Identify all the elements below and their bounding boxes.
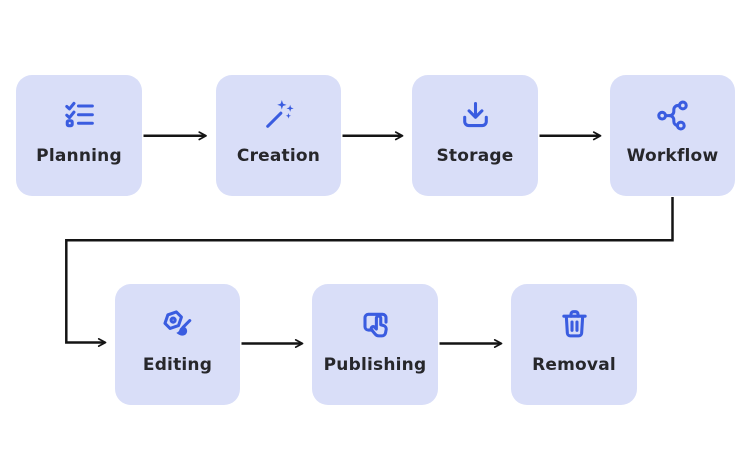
node-workflow: Workflow — [610, 75, 735, 196]
branch-nodes-icon — [655, 98, 690, 133]
node-storage: Storage — [412, 75, 538, 196]
node-removal: Removal — [511, 284, 637, 405]
node-label: Publishing — [323, 355, 427, 375]
node-label: Creation — [236, 146, 321, 166]
download-tray-icon — [458, 98, 493, 133]
node-label: Workflow — [626, 146, 719, 166]
arrow-workflow-editing — [65, 197, 674, 348]
node-label: Storage — [436, 146, 514, 166]
trash-icon — [557, 307, 592, 342]
checklist-icon — [62, 98, 97, 133]
node-planning: Planning — [16, 75, 142, 196]
node-label: Planning — [36, 146, 122, 166]
pen-brush-icon — [160, 307, 195, 342]
node-publishing: Publishing — [312, 284, 438, 405]
tap-hand-icon — [358, 307, 393, 342]
node-label: Editing — [142, 355, 213, 375]
node-creation: Creation — [216, 75, 341, 196]
node-label: Removal — [532, 355, 616, 375]
node-editing: Editing — [115, 284, 240, 405]
magic-wand-icon — [261, 98, 296, 133]
